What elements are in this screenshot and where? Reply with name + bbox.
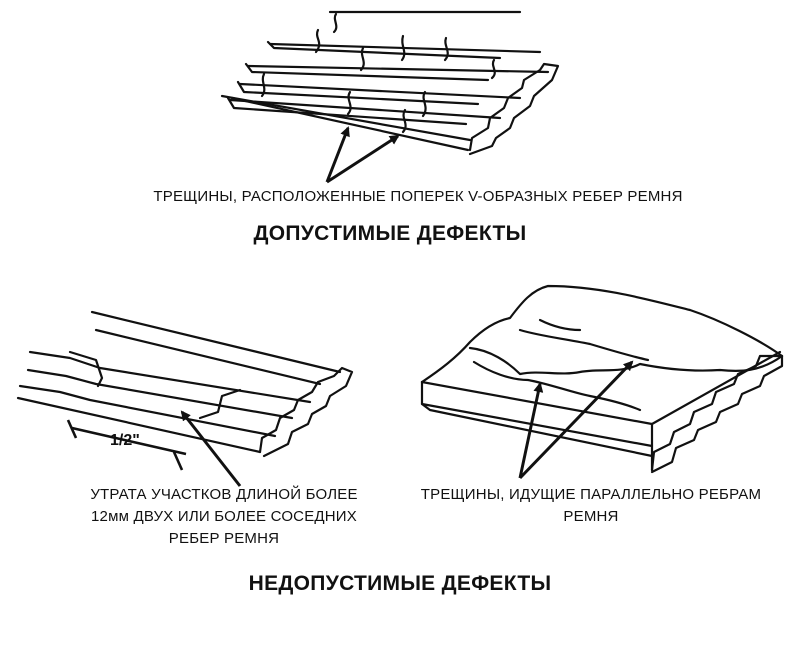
chunk-loss-caption: УТРАТА УЧАСТКОВ ДЛИНОЙ БОЛЕЕ 12мм ДВУХ И…: [44, 484, 404, 550]
chunk-loss-caption-line-1: УТРАТА УЧАСТКОВ ДЛИНОЙ БОЛЕЕ: [90, 486, 358, 503]
unacceptable-defects-heading: НЕДОПУСТИМЫЕ ДЕФЕКТЫ: [248, 572, 552, 595]
pointer-arrows-top: [325, 126, 400, 184]
belt-chunk-loss-drawing: [16, 310, 354, 458]
parallel-cracks-caption-line-2: РЕМНЯ: [563, 508, 619, 525]
belt-acceptable-drawing: [220, 10, 560, 156]
parallel-cracks-caption-line-1: ТРЕЩИНЫ, ИДУЩИЕ ПАРАЛЛЕЛЬНО РЕБРАМ: [420, 486, 762, 503]
pointer-arrow-left: [180, 410, 242, 487]
parallel-cracks-caption: ТРЕЩИНЫ, ИДУЩИЕ ПАРАЛЛЕЛЬНО РЕБРАМ РЕМНЯ: [396, 484, 786, 528]
pointer-arrows-right: [518, 360, 634, 480]
top-caption: ТРЕЩИНЫ, РАСПОЛОЖЕННЫЕ ПОПЕРЕК V-ОБРАЗНЫ…: [153, 188, 683, 205]
chunk-loss-caption-line-3: РЕБЕР РЕМНЯ: [168, 530, 280, 547]
chunk-loss-caption-line-2: 12мм ДВУХ ИЛИ БОЛЕЕ СОСЕДНИХ: [91, 508, 357, 525]
dimension-label: 1/2": [110, 432, 140, 449]
dimension-marker: [66, 419, 187, 471]
belt-parallel-cracks-drawing: [420, 284, 784, 474]
acceptable-defects-heading: ДОПУСТИМЫЕ ДЕФЕКТЫ: [253, 222, 527, 245]
